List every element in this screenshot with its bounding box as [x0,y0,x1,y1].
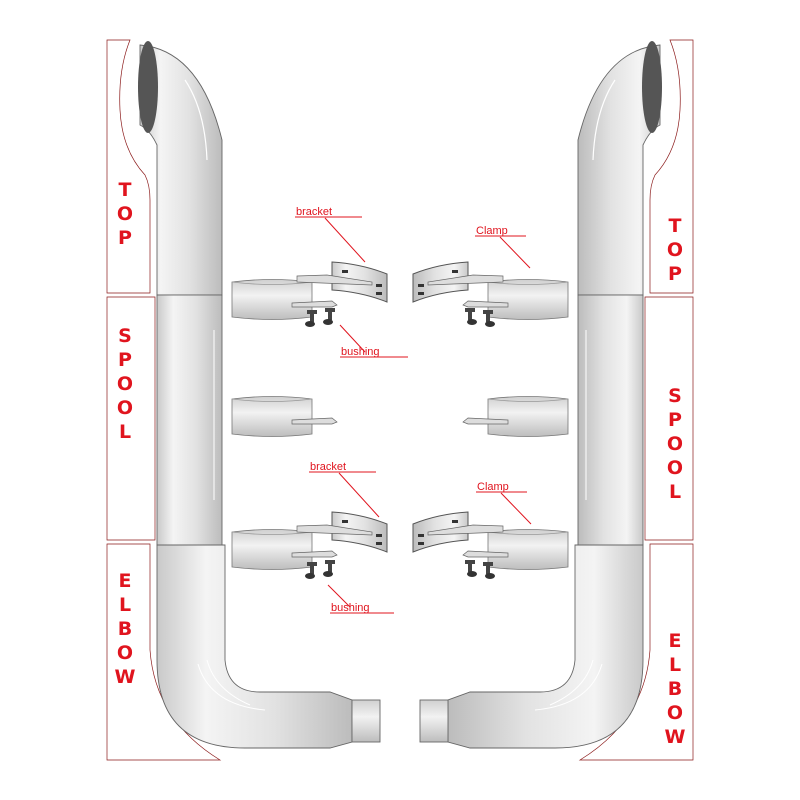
callouts [295,216,532,614]
bushing-label: bushing [341,346,380,358]
left-stack [107,40,387,760]
section-elbow-label: ELBOW [664,630,686,750]
bushing-label: bushing [331,602,370,614]
section-spool-label: SPOOL [114,325,136,445]
left-section-labels: TOP SPOOL ELBOW [114,179,136,690]
clamp-label: Clamp [477,481,509,493]
clamp-label: Clamp [476,225,508,237]
bracket-label: bracket [310,461,346,473]
section-top-label: TOP [664,215,686,287]
section-spool-label: SPOOL [664,385,686,505]
section-elbow-label: ELBOW [114,570,136,690]
bracket-label: bracket [296,206,332,218]
section-top-label: TOP [114,179,136,251]
right-stack [413,40,693,760]
right-section-labels: TOP SPOOL ELBOW [664,215,686,750]
